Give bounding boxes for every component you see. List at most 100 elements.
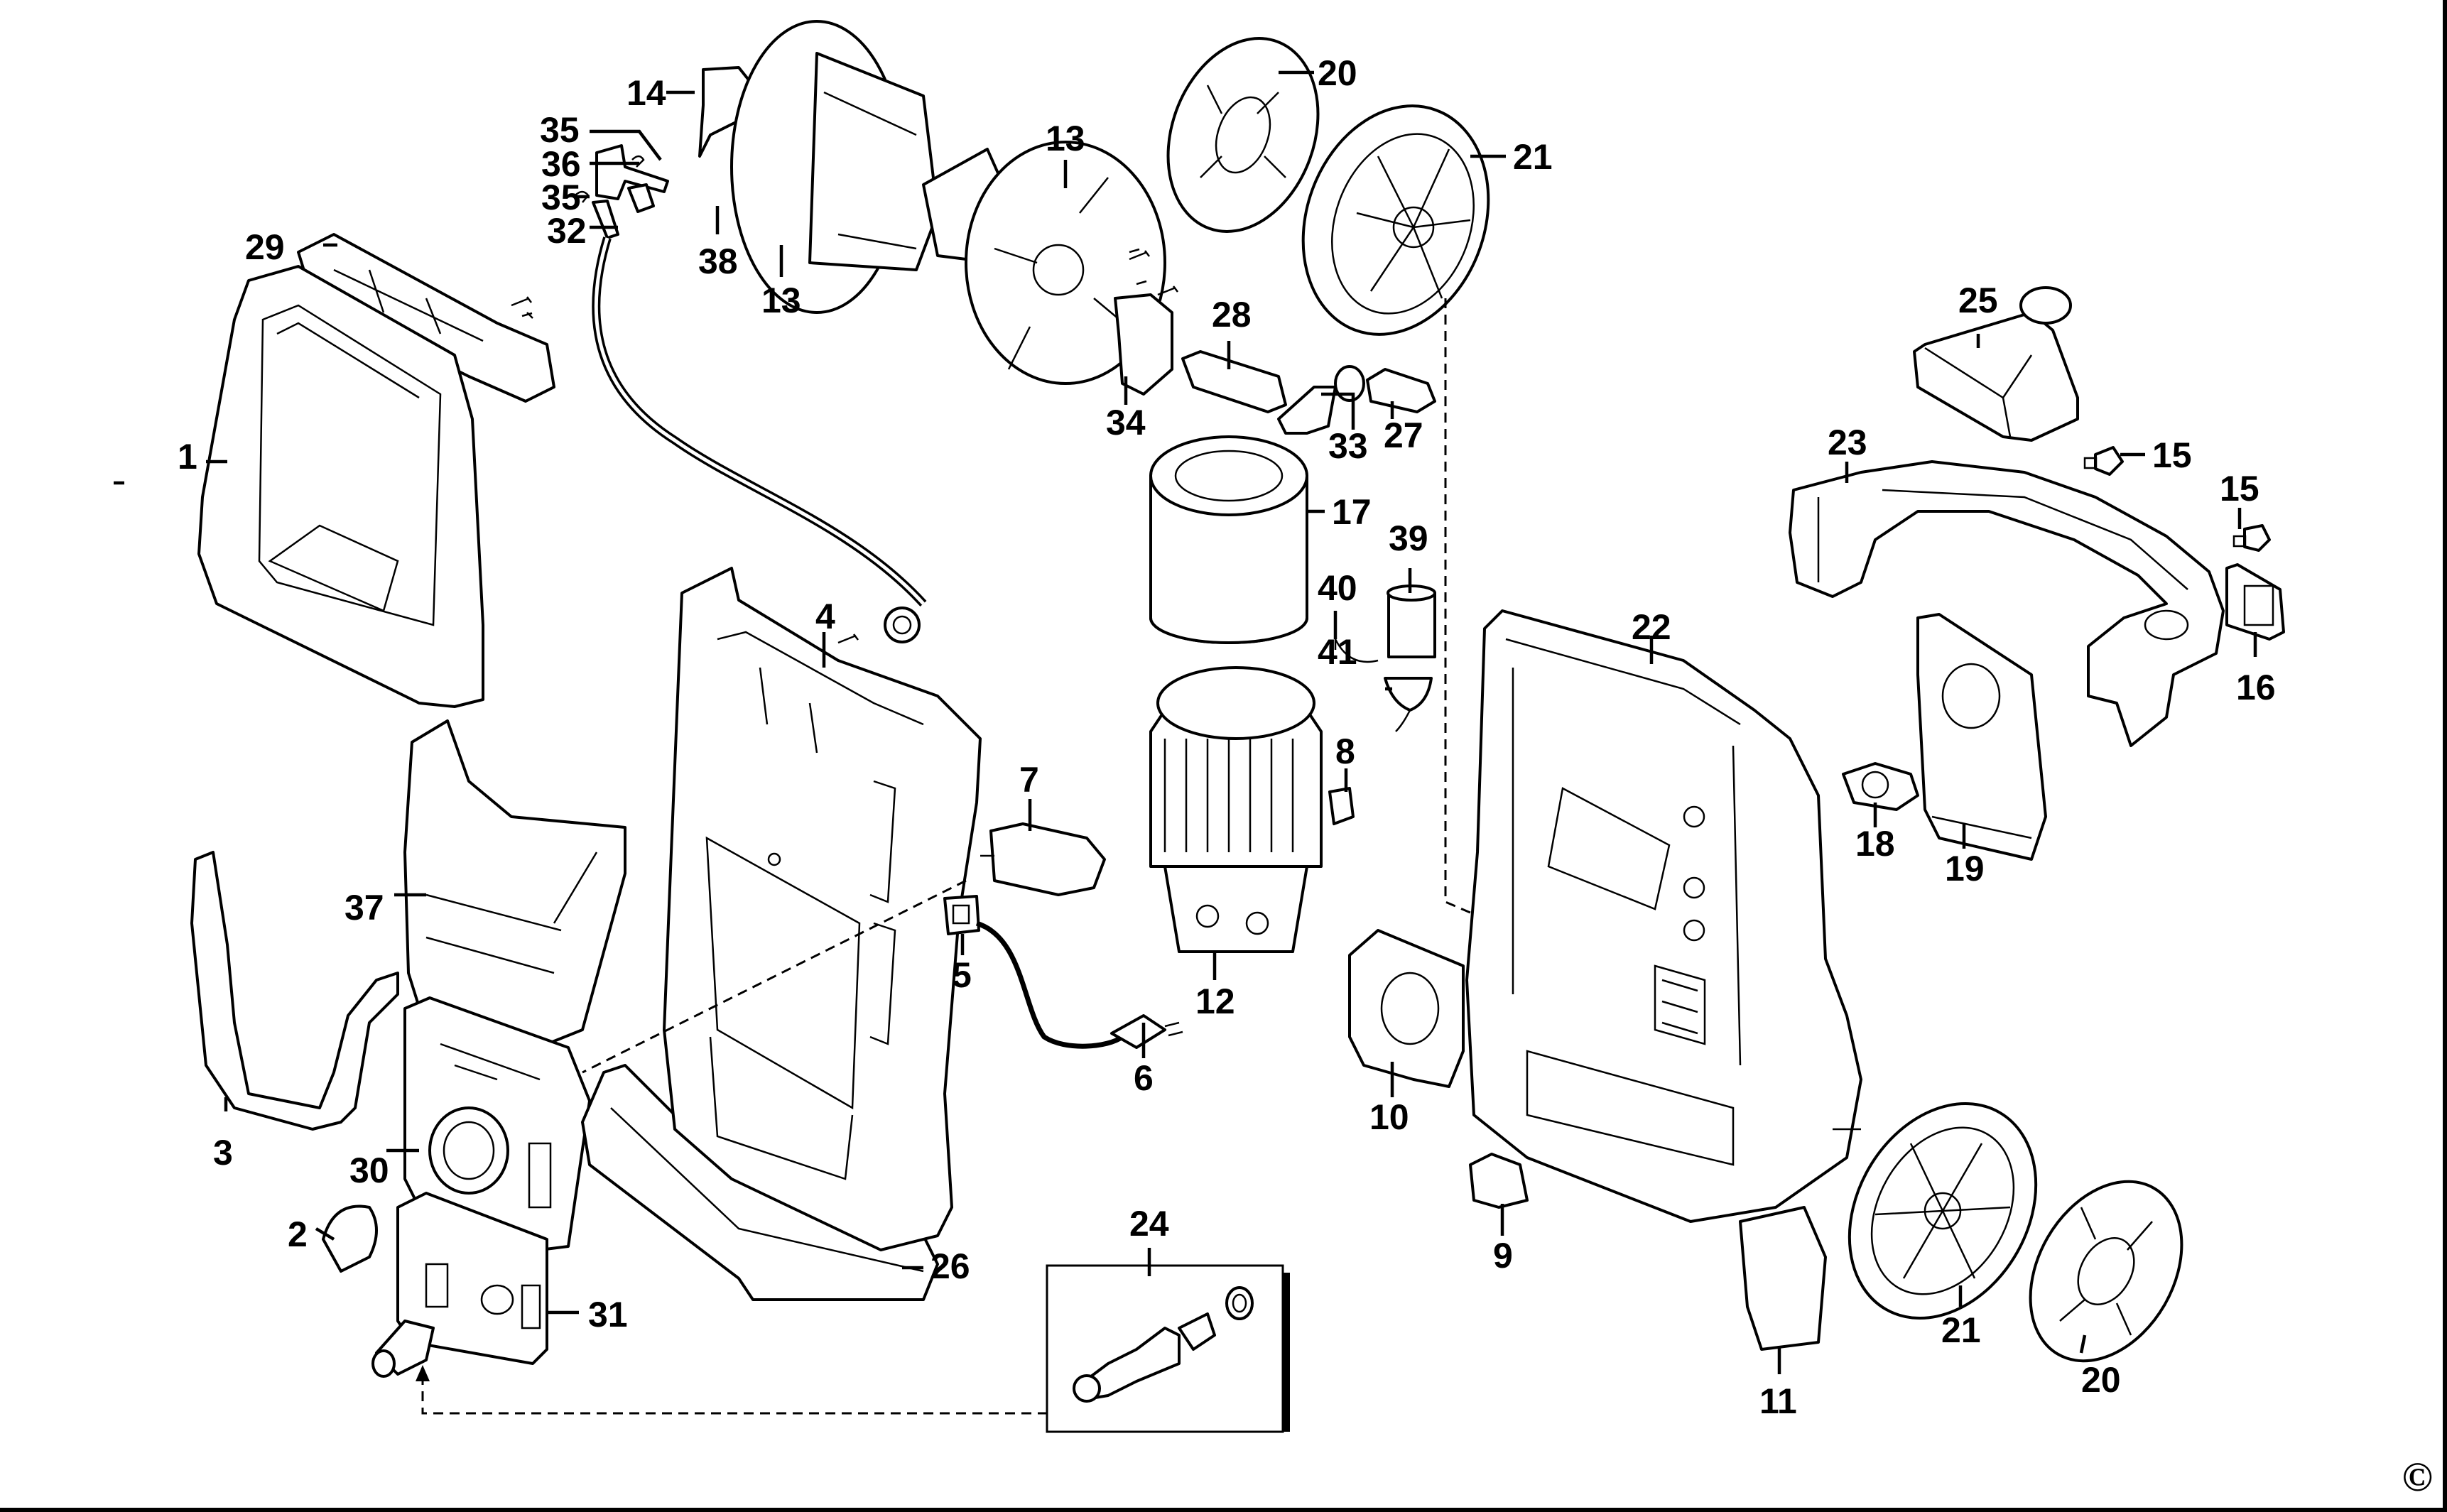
part-15-handle-pin-lower xyxy=(2232,524,2271,552)
part-21-wheel-bottom xyxy=(1848,1102,2038,1320)
part-7-capacitor-box xyxy=(980,822,1106,896)
part-27-crank-grip xyxy=(1366,368,1436,413)
label-part-12: 12 xyxy=(1195,981,1235,1021)
label-part-20-top: 20 xyxy=(1318,53,1357,93)
part-25-detergent-tank xyxy=(1913,286,2079,442)
part-38-connector xyxy=(627,183,655,213)
label-part-4: 4 xyxy=(815,597,835,636)
label-part-10: 10 xyxy=(1369,1097,1409,1137)
label-part-35-lower: 35 xyxy=(541,178,581,217)
label-part-14: 14 xyxy=(626,73,666,113)
part-18-water-inlet xyxy=(1842,762,1919,811)
label-part-11: 11 xyxy=(1759,1381,1797,1421)
label-part-29: 29 xyxy=(245,227,285,267)
part-inlet-quick-connector xyxy=(371,1320,435,1378)
leader-lines xyxy=(114,70,2257,1374)
label-part-13-left: 13 xyxy=(761,281,801,320)
label-part-7: 7 xyxy=(1019,760,1039,800)
part-11-foot-cover xyxy=(1739,1206,1827,1351)
screw-icon xyxy=(511,296,532,307)
part-8-bushing xyxy=(1328,787,1355,825)
label-part-15-upper: 15 xyxy=(2152,435,2192,475)
label-part-34: 34 xyxy=(1106,403,1146,442)
reference-line-4-30 xyxy=(582,879,967,1074)
part-20-hub-cap-bottom xyxy=(2029,1180,2183,1363)
screw-icon xyxy=(837,633,859,644)
part-14-reel-bracket xyxy=(698,66,754,158)
label-part-39: 39 xyxy=(1389,518,1428,558)
label-part-32: 32 xyxy=(547,211,587,251)
part-10-cable-holder xyxy=(1348,929,1465,1088)
label-part-6: 6 xyxy=(1134,1058,1154,1098)
part-5-switch xyxy=(943,895,980,935)
part-19-side-cover xyxy=(1916,613,2047,861)
label-part-20-bottom: 20 xyxy=(2081,1360,2121,1400)
label-part-35-upper: 35 xyxy=(540,110,580,150)
part-3-accessory-bracket xyxy=(190,851,399,1131)
label-part-8: 8 xyxy=(1335,731,1355,771)
part-9-clip xyxy=(1469,1153,1529,1209)
part-41-thermal-protector xyxy=(1384,677,1433,732)
label-part-2: 2 xyxy=(288,1214,308,1254)
part-35-clip-upper xyxy=(631,155,645,168)
part-28-reel-shaft xyxy=(1181,350,1287,413)
label-part-31: 31 xyxy=(588,1295,628,1334)
part-2-knob xyxy=(322,1204,378,1273)
reference-line-21 xyxy=(1444,298,1471,914)
part-37-accessory-cover xyxy=(403,719,626,1045)
copyright-symbol: © xyxy=(2402,1454,2433,1500)
label-part-27: 27 xyxy=(1384,415,1423,455)
part-4-front-housing xyxy=(663,567,982,1251)
part-13-reel-drum-right xyxy=(922,141,1166,385)
label-part-3: 3 xyxy=(213,1133,233,1173)
part-15-handle-pin-upper xyxy=(2083,446,2124,476)
part-36-elbow xyxy=(595,144,669,200)
label-part-24: 24 xyxy=(1129,1204,1169,1244)
label-part-33: 33 xyxy=(1328,426,1368,466)
part-16-handle-latch xyxy=(2225,563,2285,641)
label-part-18: 18 xyxy=(1855,824,1895,864)
part-39-capacitor xyxy=(1387,584,1436,658)
label-part-28: 28 xyxy=(1212,295,1252,335)
label-part-19: 19 xyxy=(1945,849,1985,888)
label-part-1: 1 xyxy=(178,437,197,477)
label-part-30: 30 xyxy=(349,1151,389,1190)
part-33-crank-arm xyxy=(1277,365,1365,435)
part-34-reel-bracket xyxy=(1114,293,1173,396)
label-part-16: 16 xyxy=(2236,668,2276,707)
part-21-wheel-top xyxy=(1301,104,1490,336)
part-23-handle xyxy=(1789,460,2225,747)
part-22-main-housing xyxy=(1465,609,1862,1223)
part-6-power-cord xyxy=(975,920,1183,1049)
label-part-22: 22 xyxy=(1632,607,1671,647)
part-30-front-panel xyxy=(403,996,591,1251)
part-24-inlet-kit-box xyxy=(1046,1264,1290,1433)
label-part-9: 9 xyxy=(1493,1236,1513,1276)
label-part-15-lower: 15 xyxy=(2220,469,2259,508)
label-part-17: 17 xyxy=(1332,492,1372,532)
label-part-26: 26 xyxy=(930,1246,970,1286)
screw-icon xyxy=(1129,250,1150,261)
label-part-13-right: 13 xyxy=(1046,119,1085,158)
label-part-25: 25 xyxy=(1958,281,1998,320)
part-1-rear-cover xyxy=(197,265,484,708)
part-17-motor-cover xyxy=(1149,435,1308,644)
label-part-36: 36 xyxy=(541,144,581,184)
reference-line-24 xyxy=(421,1374,1048,1415)
arrow-head-24 xyxy=(416,1365,430,1381)
label-part-41: 41 xyxy=(1318,632,1357,672)
label-part-37: 37 xyxy=(344,888,384,928)
part-12-motor-pump xyxy=(1149,666,1323,953)
label-part-23: 23 xyxy=(1828,423,1867,462)
screw-icon xyxy=(1157,285,1178,296)
label-part-5: 5 xyxy=(952,955,972,995)
part-labels: 1 2 3 4 5 6 7 8 9 10 11 12 13 13 14 15 1… xyxy=(178,53,2276,1421)
label-part-21-top: 21 xyxy=(1513,137,1553,177)
part-20-hub-cap-top xyxy=(1166,37,1320,233)
label-part-40: 40 xyxy=(1318,568,1357,608)
label-part-21-bottom: 21 xyxy=(1941,1310,1981,1350)
label-part-38: 38 xyxy=(698,241,738,281)
part-13-reel-drum-left xyxy=(730,20,939,314)
